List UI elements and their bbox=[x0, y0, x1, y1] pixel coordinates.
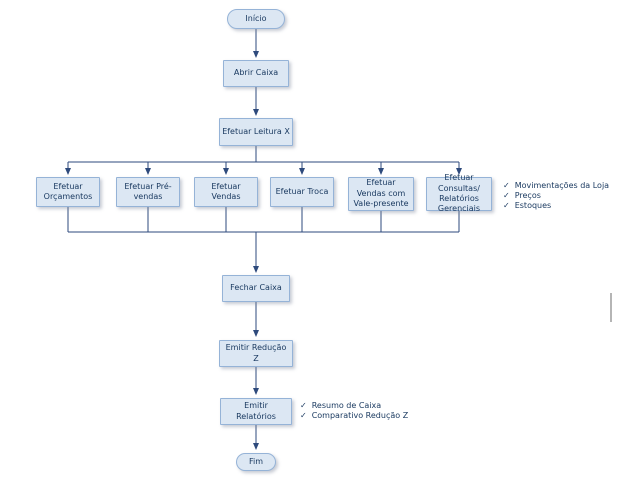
node-abrir-caixa: Abrir Caixa bbox=[223, 60, 289, 87]
node-emitir-relatorios: Emitir Relatórios bbox=[220, 398, 292, 425]
check-item-label: Resumo de Caixa bbox=[311, 401, 382, 410]
node-efetuar-vendas-vale-presente: Efetuar Vendas com Vale-presente bbox=[348, 177, 414, 211]
node-efetuar-vendas-vale-presente-label: Efetuar Vendas com Vale-presente bbox=[353, 178, 409, 209]
check-icon: ✓ bbox=[503, 191, 510, 200]
check-item-label: Comparativo Redução Z bbox=[311, 411, 409, 420]
node-fechar-caixa-label: Fechar Caixa bbox=[230, 283, 282, 293]
node-emitir-relatorios-label: Emitir Relatórios bbox=[236, 401, 276, 421]
node-efetuar-orcamentos: Efetuar Orçamentos bbox=[36, 177, 100, 207]
node-emitir-reducao-z-label: Emitir Redução Z bbox=[225, 343, 287, 363]
node-efetuar-troca: Efetuar Troca bbox=[270, 177, 334, 207]
check-icon: ✓ bbox=[503, 181, 510, 190]
node-fechar-caixa: Fechar Caixa bbox=[222, 275, 290, 302]
node-efetuar-vendas: Efetuar Vendas bbox=[194, 177, 258, 207]
check-icon: ✓ bbox=[300, 411, 307, 420]
node-emitir-reducao-z: Emitir Redução Z bbox=[219, 340, 293, 367]
node-efetuar-leitura-x-label: Efetuar Leitura X bbox=[222, 126, 290, 136]
node-efetuar-vendas-label: Efetuar Vendas bbox=[211, 181, 241, 201]
node-inicio-label: Início bbox=[245, 13, 267, 23]
flow-connectors bbox=[65, 29, 462, 450]
check-item: ✓ Preços bbox=[503, 191, 609, 201]
node-efetuar-pre-vendas-label: Efetuar Pré-vendas bbox=[124, 181, 172, 201]
relatorios-checklist: ✓ Resumo de Caixa ✓ Comparativo Redução … bbox=[300, 401, 408, 421]
check-item-label: Estoques bbox=[514, 201, 552, 210]
node-abrir-caixa-label: Abrir Caixa bbox=[233, 68, 279, 78]
check-item: ✓ Comparativo Redução Z bbox=[300, 411, 408, 421]
node-efetuar-consultas-relatorios: Efetuar Consultas/ Relatórios Gerenciais bbox=[426, 173, 492, 213]
check-icon: ✓ bbox=[300, 401, 307, 410]
node-efetuar-pre-vendas: Efetuar Pré-vendas bbox=[116, 177, 180, 207]
node-fim: Fim bbox=[236, 453, 276, 471]
check-item: ✓ Estoques bbox=[503, 201, 609, 211]
check-item-label: Preços bbox=[514, 191, 541, 200]
node-fim-label: Fim bbox=[248, 456, 264, 466]
check-item-label: Movimentações da Loja bbox=[514, 181, 610, 190]
check-item: ✓ Movimentações da Loja bbox=[503, 181, 609, 191]
node-inicio: Início bbox=[227, 9, 285, 29]
check-item: ✓ Resumo de Caixa bbox=[300, 401, 408, 411]
consultas-checklist: ✓ Movimentações da Loja ✓ Preços ✓ Estoq… bbox=[503, 181, 609, 211]
check-icon: ✓ bbox=[503, 201, 510, 210]
node-efetuar-troca-label: Efetuar Troca bbox=[275, 186, 329, 196]
node-efetuar-consultas-relatorios-label: Efetuar Consultas/ Relatórios Gerenciais bbox=[437, 173, 481, 214]
node-efetuar-leitura-x: Efetuar Leitura X bbox=[219, 118, 293, 146]
node-efetuar-orcamentos-label: Efetuar Orçamentos bbox=[43, 181, 93, 201]
